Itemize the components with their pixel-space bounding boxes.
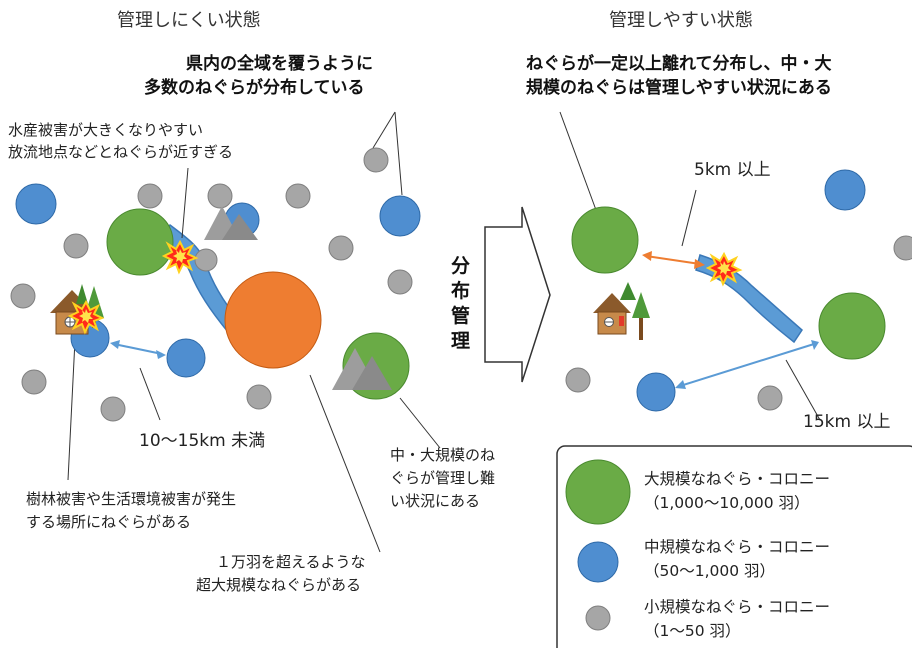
mid-note-1: 中・大規模のね xyxy=(390,446,496,464)
legend-medium-label-1: 中規模なねぐら・コロニー xyxy=(644,538,831,556)
header-right: 管理しやすい状態 xyxy=(609,10,753,31)
mid-note-3: い状況にある xyxy=(390,492,481,510)
legend-medium-swatch xyxy=(577,541,619,583)
left-top-note-1: 県内の全域を覆うように xyxy=(186,54,373,74)
explosion-icon-house-left xyxy=(69,301,103,333)
arrow-char-3: 管 xyxy=(451,305,471,327)
distance-label-left: 10～15km 未満 xyxy=(139,431,266,451)
arrow-char-4: 理 xyxy=(451,330,471,352)
water-note-2: 放流地点などとねぐらが近すぎる xyxy=(8,143,234,161)
huge-roost xyxy=(224,271,322,369)
distance-arrow-left xyxy=(110,340,166,359)
mid-note-2: ぐらが管理し難 xyxy=(390,469,496,487)
legend-small-swatch xyxy=(585,605,611,631)
right-top-note-1: ねぐらが一定以上離れて分布し、中・大 xyxy=(526,54,832,74)
explosion-icon-river-right xyxy=(707,253,741,285)
right-top-note-2: 規模のねぐらは管理しやすい状況にある xyxy=(526,78,832,98)
large-roost-right-2 xyxy=(818,292,886,360)
tree-icon-right xyxy=(620,282,650,340)
legend-large-swatch xyxy=(565,459,631,525)
water-note-1: 水産被害が大きくなりやすい xyxy=(8,121,204,139)
forest-note-2: する場所にねぐらがある xyxy=(26,513,192,531)
medium-roosts-left xyxy=(15,183,421,378)
process-arrow xyxy=(484,206,551,383)
mountain-icon-2 xyxy=(332,348,392,390)
explosion-icon-river-left xyxy=(163,241,197,273)
header-left: 管理しにくい状態 xyxy=(117,10,261,31)
huge-note-1: １万羽を超えるような xyxy=(216,553,366,571)
small-roost-right-1 xyxy=(565,367,591,393)
medium-roost-right-1 xyxy=(824,169,866,211)
arrow-char-2: 布 xyxy=(451,280,471,302)
legend-small-label-1: 小規模なねぐら・コロニー xyxy=(644,598,831,616)
legend-medium-label-2: （50～1,000 羽） xyxy=(644,562,776,580)
small-roost-right-3 xyxy=(893,235,912,261)
large-roost-left-1 xyxy=(106,208,174,276)
large-roost-right-1 xyxy=(571,206,639,274)
forest-note-1: 樹林被害や生活環境被害が発生 xyxy=(26,490,237,508)
legend-large-label-2: （1,000～10,000 羽） xyxy=(644,494,810,512)
legend-small-label-2: （1～50 羽） xyxy=(644,622,741,640)
huge-note-2: 超大規模なねぐらがある xyxy=(196,576,362,594)
mountain-icon-1 xyxy=(204,206,258,240)
arrow-char-1: 分 xyxy=(451,255,471,277)
distance-arrow-15km xyxy=(675,340,819,389)
medium-roost-right-2 xyxy=(636,372,676,412)
house-icon-right xyxy=(593,293,631,335)
small-roost-right-2 xyxy=(757,385,783,411)
left-top-note-2: 多数のねぐらが分布している xyxy=(144,78,365,98)
legend-large-label-1: 大規模なねぐら・コロニー xyxy=(644,470,831,488)
small-roosts-left xyxy=(10,147,413,422)
distance-arrow-5km xyxy=(642,251,705,269)
distance-label-15km: 15km 以上 xyxy=(803,412,891,432)
distance-label-5km: 5km 以上 xyxy=(694,160,771,180)
legend-box xyxy=(556,445,912,648)
